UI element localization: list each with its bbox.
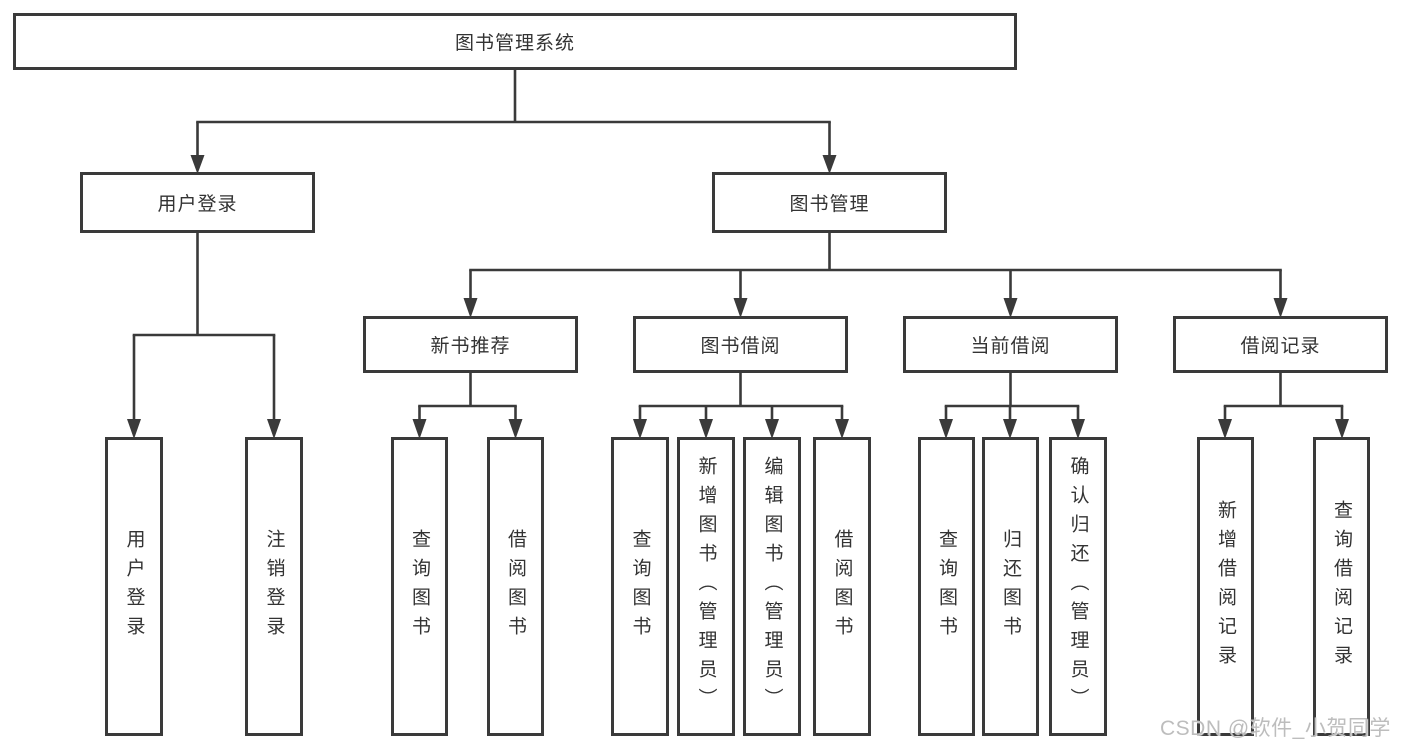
node-new-book-recommendation-label: 新书推荐: [430, 336, 511, 357]
arrowhead-icon: [463, 298, 478, 318]
leaf-query-books-borrowing-label: 查询图书: [629, 528, 651, 645]
csdn-watermark: CSDN @软件_小贺同学: [1160, 717, 1391, 740]
leaf-logout: 注销登录: [245, 437, 303, 736]
leaf-confirm-return-admin-label: 确认归还（管理员）: [1067, 456, 1089, 717]
arrowhead-icon: [1218, 419, 1232, 439]
node-book-borrowing-label: 图书借阅: [700, 336, 781, 357]
arrowhead-icon: [835, 419, 849, 439]
leaf-query-borrow-record-label: 查询借阅记录: [1331, 499, 1352, 674]
node-library-management-system: 图书管理系统: [13, 13, 1017, 70]
leaf-return-books: 归还图书: [982, 437, 1039, 736]
leaf-user-login: 用户登录: [105, 437, 163, 736]
node-borrowing-records: 借阅记录: [1173, 316, 1388, 373]
arrowhead-icon: [1003, 298, 1018, 318]
arrowhead-icon: [127, 419, 141, 439]
node-user-login-label: 用户登录: [157, 194, 238, 215]
arrowhead-icon: [1003, 419, 1017, 439]
arrowhead-icon: [412, 419, 427, 439]
arrowhead-icon: [633, 419, 647, 439]
node-book-management-label: 图书管理: [789, 194, 870, 215]
leaf-add-borrow-record-label: 新增借阅记录: [1215, 499, 1236, 674]
leaf-return-books-label: 归还图书: [1000, 528, 1021, 645]
leaf-query-books-recommend: 查询图书: [391, 437, 448, 736]
arrowhead-icon: [508, 419, 523, 439]
leaf-edit-books-admin: 编辑图书（管理员）: [743, 437, 801, 736]
arrowhead-icon: [267, 419, 281, 439]
arrowhead-icon: [1335, 419, 1349, 439]
node-borrowing-records-label: 借阅记录: [1240, 336, 1321, 357]
node-book-management: 图书管理: [712, 172, 947, 233]
leaf-query-books-borrowing: 查询图书: [611, 437, 669, 736]
arrowhead-icon: [733, 298, 748, 318]
leaf-query-books-current-label: 查询图书: [936, 528, 957, 645]
node-current-borrowing-label: 当前借阅: [970, 336, 1051, 357]
arrowhead-icon: [939, 419, 953, 439]
leaf-query-borrow-record: 查询借阅记录: [1313, 437, 1370, 736]
arrowhead-icon: [1071, 419, 1085, 439]
leaf-add-borrow-record: 新增借阅记录: [1197, 437, 1254, 736]
leaf-user-login-label: 用户登录: [123, 528, 145, 645]
leaf-logout-label: 注销登录: [263, 528, 285, 645]
leaf-borrow-books-borrowing: 借阅图书: [813, 437, 871, 736]
leaf-borrow-books-recommend: 借阅图书: [487, 437, 544, 736]
node-book-borrowing: 图书借阅: [633, 316, 848, 373]
node-library-management-system-label: 图书管理系统: [454, 33, 575, 54]
node-user-login: 用户登录: [80, 172, 315, 233]
leaf-edit-books-admin-label: 编辑图书（管理员）: [761, 456, 783, 717]
arrowhead-icon: [1273, 298, 1288, 318]
leaf-borrow-books-borrowing-label: 借阅图书: [831, 528, 853, 645]
leaf-add-books-admin-label: 新增图书（管理员）: [695, 456, 717, 717]
leaf-confirm-return-admin: 确认归还（管理员）: [1049, 437, 1107, 736]
arrowhead-icon: [699, 419, 713, 439]
node-current-borrowing: 当前借阅: [903, 316, 1118, 373]
leaf-borrow-books-recommend-label: 借阅图书: [505, 528, 526, 645]
arrowhead-icon: [765, 419, 779, 439]
leaf-query-books-current: 查询图书: [918, 437, 975, 736]
leaf-query-books-recommend-label: 查询图书: [409, 528, 430, 645]
leaf-add-books-admin: 新增图书（管理员）: [677, 437, 735, 736]
node-new-book-recommendation: 新书推荐: [363, 316, 578, 373]
